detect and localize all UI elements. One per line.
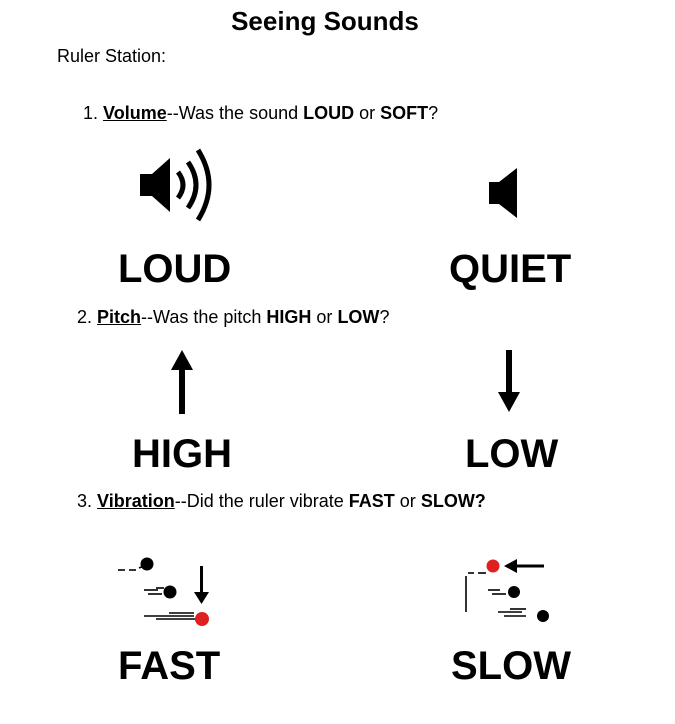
question-pitch: 2. Pitch--Was the pitch HIGH or LOW? xyxy=(77,307,389,328)
question-text-end: ? xyxy=(379,307,390,327)
option-2: SOFT xyxy=(380,103,429,123)
question-term: Volume xyxy=(103,103,167,123)
question-number: 2. xyxy=(77,307,93,327)
question-text-end: ? xyxy=(428,103,439,123)
option-1: FAST xyxy=(348,491,395,511)
question-term: Vibration xyxy=(97,491,175,511)
label-loud: LOUD xyxy=(118,247,232,291)
label-slow: SLOW xyxy=(451,644,571,688)
option-2: LOW xyxy=(337,307,380,327)
speaker-quiet-icon xyxy=(489,168,517,218)
label-fast: FAST xyxy=(118,644,221,688)
label-low: LOW xyxy=(465,432,559,476)
label-quiet: QUIET xyxy=(449,247,572,291)
speaker-loud-icon xyxy=(140,148,212,222)
page-title: Seeing Sounds xyxy=(231,6,419,36)
question-text: --Was the pitch xyxy=(141,307,267,327)
question-text-mid: or xyxy=(311,307,338,327)
slow-motion-dots-icon xyxy=(465,559,549,622)
option-1: HIGH xyxy=(266,307,312,327)
option-1: LOUD xyxy=(303,103,355,123)
fast-motion-dots-icon xyxy=(118,557,209,626)
question-text: --Did the ruler vibrate xyxy=(174,491,349,511)
arrow-down-icon xyxy=(498,350,520,412)
question-text-mid: or xyxy=(394,491,421,511)
question-number: 3. xyxy=(77,491,93,511)
question-volume: 1. Volume--Was the sound LOUD or SOFT? xyxy=(83,103,438,124)
question-vibration: 3. Vibration--Did the ruler vibrate FAST… xyxy=(77,491,486,512)
question-number: 1. xyxy=(83,103,99,123)
option-2: SLOW? xyxy=(420,491,486,511)
station-label: Ruler Station: xyxy=(57,46,167,66)
question-text-mid: or xyxy=(354,103,381,123)
label-high: HIGH xyxy=(132,432,232,476)
question-term: Pitch xyxy=(97,307,142,327)
arrow-up-icon xyxy=(171,350,193,414)
question-text: --Was the sound xyxy=(166,103,304,123)
